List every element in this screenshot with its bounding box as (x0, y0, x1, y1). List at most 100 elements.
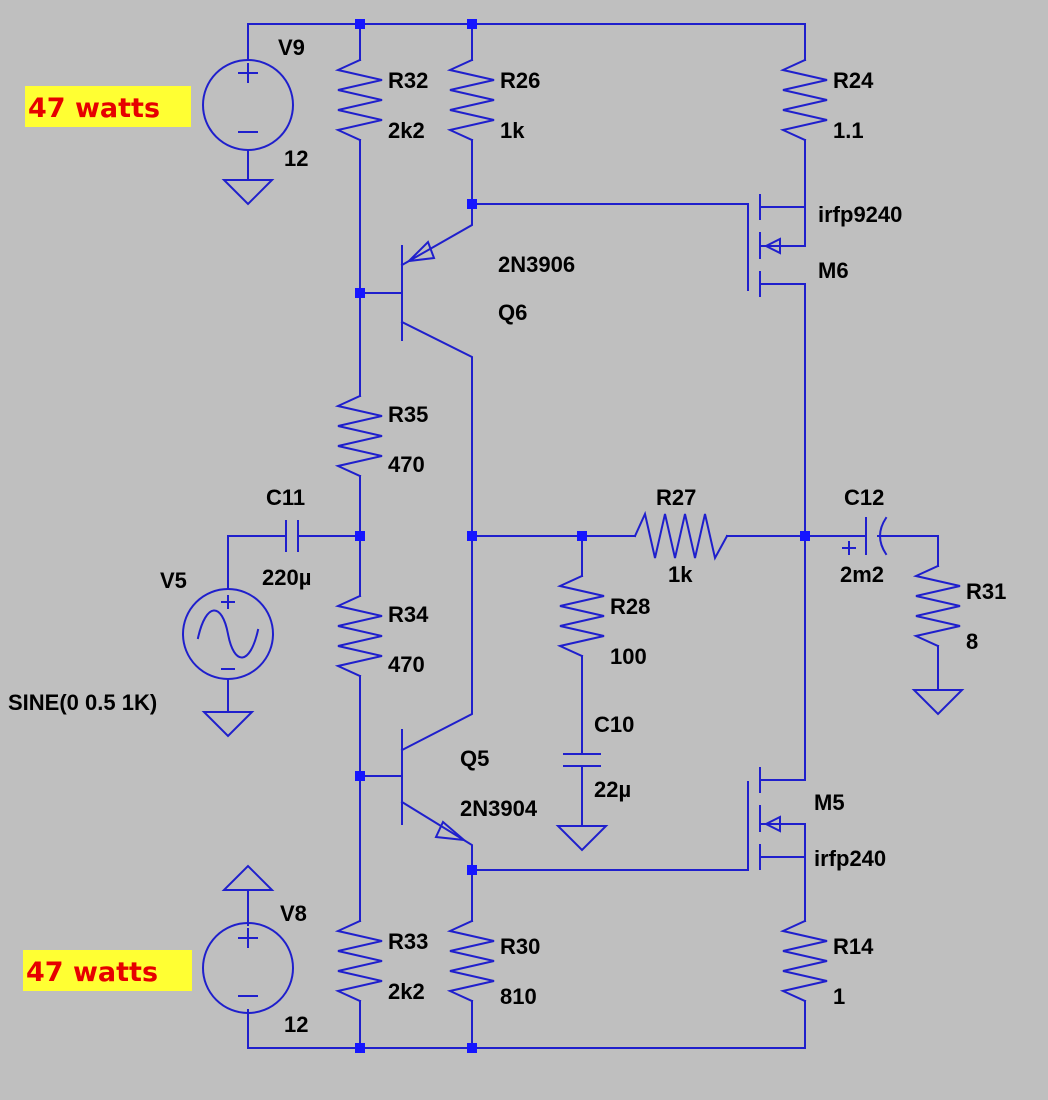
m6-gate-wire (471, 203, 749, 291)
junction-dot (467, 19, 477, 29)
r28-value: 100 (610, 644, 647, 669)
q6-emitter-wire (400, 203, 473, 267)
m5-name: M5 (814, 790, 845, 815)
m5-leads (759, 779, 806, 866)
c11-symbol (285, 520, 299, 552)
power-annotations: 47 watts 47 watts (23, 86, 192, 991)
output-wires (804, 535, 939, 691)
junction-dot (355, 19, 365, 29)
m5-model: irfp240 (814, 846, 886, 871)
r14-name: R14 (833, 934, 874, 959)
v5-ground-icon (201, 711, 255, 738)
q6-collector-wire (400, 320, 473, 537)
junctions (355, 19, 810, 1053)
r30-name: R30 (500, 934, 540, 959)
c12-name: C12 (844, 485, 884, 510)
q6-model: 2N3906 (498, 252, 575, 277)
v8-value: 12 (284, 1012, 308, 1037)
v8-name: V8 (280, 901, 307, 926)
r33-value: 2k2 (388, 979, 425, 1004)
r28-symbol (556, 574, 605, 658)
v8-symbol (202, 922, 294, 1014)
r24-value: 1.1 (833, 118, 864, 143)
r33-name: R33 (388, 929, 428, 954)
r34-symbol (334, 594, 383, 678)
junction-dot (467, 1043, 477, 1053)
r31-name: R31 (966, 579, 1006, 604)
capacitors (285, 516, 888, 767)
r35-symbol (334, 394, 383, 478)
v5-sine-wave (196, 609, 260, 659)
v5-symbol (182, 588, 274, 680)
grounds (201, 179, 965, 891)
c10-ground-icon (555, 825, 609, 852)
m5-arrow-icon (763, 815, 781, 833)
m6-arrow-icon (763, 237, 781, 255)
r33-symbol (334, 919, 383, 1003)
c10-name: C10 (594, 712, 634, 737)
junction-dot (467, 531, 477, 541)
r26-symbol (446, 58, 495, 142)
bottom-power-highlight (23, 950, 192, 991)
junction-dot (577, 531, 587, 541)
r30-value: 810 (500, 984, 537, 1009)
r30-symbol (446, 919, 495, 1003)
q5-model: 2N3904 (460, 796, 538, 821)
r24-name: R24 (833, 68, 874, 93)
junction-dot (467, 865, 477, 875)
input-wires (227, 535, 361, 713)
junction-dot (355, 1043, 365, 1053)
c11-name: C11 (266, 485, 305, 510)
junction-dot (355, 531, 365, 541)
c11-value: 220µ (262, 565, 311, 590)
r32-symbol (334, 58, 383, 142)
r26-name: R26 (500, 68, 540, 93)
r31-ground-icon (911, 689, 965, 716)
top-power-highlight (25, 86, 191, 127)
resistors (334, 58, 961, 1003)
r31-symbol (912, 564, 961, 648)
c12-value: 2m2 (840, 562, 884, 587)
c12-plus-sign (842, 541, 856, 555)
sources (182, 59, 294, 1014)
v5-name: V5 (160, 568, 187, 593)
c12-symbol (865, 516, 888, 556)
v9-polarity (238, 63, 258, 133)
component-labels: V9 12 V8 12 V5 SINE(0 0.5 1K) R32 2k2 R2… (8, 35, 1006, 1037)
v9-name: V9 (278, 35, 305, 60)
v9-symbol (202, 59, 294, 151)
m6-model: irfp9240 (818, 202, 902, 227)
junction-dot (355, 771, 365, 781)
r31-value: 8 (966, 629, 978, 654)
v8-polarity (238, 928, 258, 997)
mosfets (759, 194, 806, 870)
r26-value: 1k (500, 118, 525, 143)
v5-polarity (221, 595, 235, 670)
v8-supply-icon (221, 864, 275, 891)
r14-symbol (779, 919, 828, 1003)
v9-value: 12 (284, 146, 308, 171)
q5-collector-wire (400, 535, 473, 752)
q6-name: Q6 (498, 300, 527, 325)
r35-value: 470 (388, 452, 425, 477)
c10-value: 22µ (594, 777, 631, 802)
r14-value: 1 (833, 984, 845, 1009)
c10-symbol (563, 753, 601, 767)
r28-name: R28 (610, 594, 650, 619)
junction-dot (355, 288, 365, 298)
r35-name: R35 (388, 402, 428, 427)
wires (227, 23, 939, 1049)
q5-emitter-wire (400, 800, 473, 871)
m5-gate-wire (471, 781, 749, 871)
r27-name: R27 (656, 485, 696, 510)
v5-value: SINE(0 0.5 1K) (8, 690, 157, 715)
r27-symbol (633, 510, 729, 561)
r32-value: 2k2 (388, 118, 425, 143)
bipolar-transistors (401, 240, 468, 842)
q5-emitter-arrow-icon (434, 820, 468, 842)
bottom-power-annotation: 47 watts (26, 957, 158, 988)
junction-dot (467, 199, 477, 209)
junction-dot (800, 531, 810, 541)
v9-ground-icon (221, 179, 275, 206)
